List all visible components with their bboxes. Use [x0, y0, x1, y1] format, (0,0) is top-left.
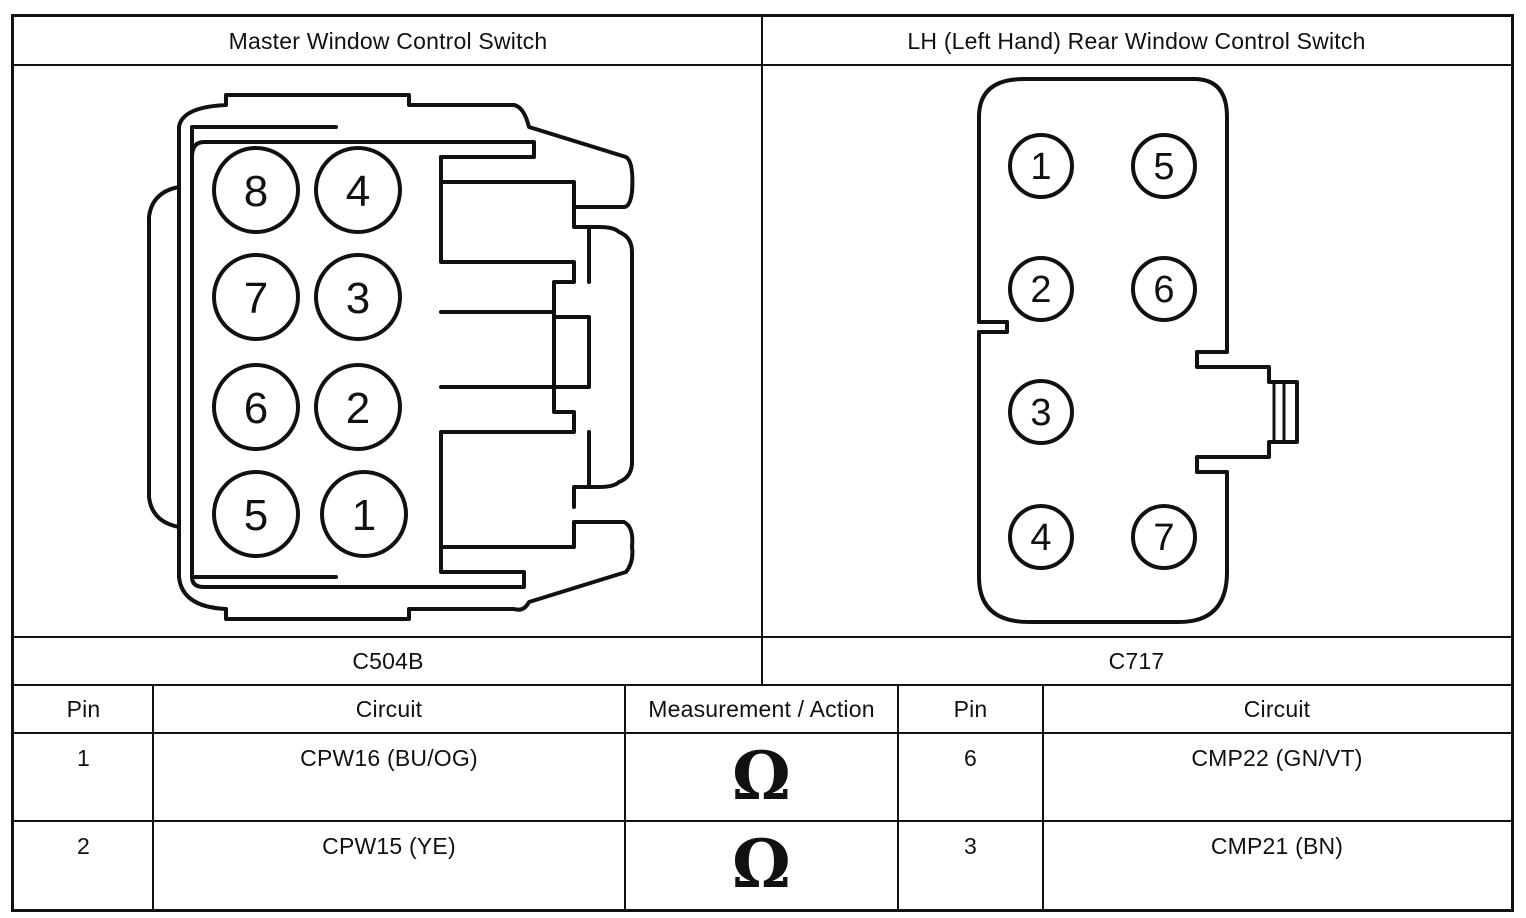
master-connector-id: C504B — [352, 647, 424, 674]
lh-rear-connector-id: C717 — [1108, 647, 1165, 674]
pin-circle — [212, 253, 300, 341]
pin-6-master: 6 — [212, 363, 300, 451]
header-pin-a: Pin — [66, 695, 101, 722]
pin-number-label: 1 — [1030, 146, 1051, 188]
pin-number-label: 8 — [244, 167, 268, 216]
header-measurement: Measurement / Action — [648, 695, 875, 722]
pin-number-label: 6 — [244, 384, 268, 433]
pin-2-rear: 2 — [1008, 256, 1074, 322]
pinout-frame: 8 4 7 3 6 2 5 1 1 5 2 6 3 4 7 Master Window Control S… — [11, 14, 1514, 912]
pin-5-rear: 5 — [1131, 133, 1197, 199]
pin-number-label: 7 — [244, 274, 268, 323]
pin-number-label: 2 — [346, 384, 370, 433]
pin-circle — [1008, 504, 1074, 570]
pin-circle — [314, 363, 402, 451]
ohm-icon: Ω — [732, 737, 791, 815]
pin-circle — [314, 146, 402, 234]
row-1-circuit-b: CMP22 (GN/VT) — [1191, 745, 1363, 771]
pin-number-label: 2 — [1030, 269, 1051, 311]
pin-circle — [314, 253, 402, 341]
pin-4-master: 4 — [314, 146, 402, 234]
pin-4-rear: 4 — [1008, 504, 1074, 570]
pin-3-rear: 3 — [1008, 379, 1074, 445]
ohm-icon: Ω — [732, 825, 791, 903]
master-connector-pins: 8 4 7 3 6 2 5 1 — [212, 146, 408, 558]
pin-number-label: 7 — [1153, 517, 1174, 559]
lh-rear-connector-pins: 1 5 2 6 3 4 7 — [1008, 133, 1197, 570]
pin-7-rear: 7 — [1131, 504, 1197, 570]
header-circuit-b: Circuit — [1243, 695, 1311, 722]
master-connector-housing — [147, 93, 635, 621]
header-circuit-a: Circuit — [355, 695, 423, 722]
pin-circle — [212, 363, 300, 451]
pin-circle — [1008, 256, 1074, 322]
pin-number-label: 4 — [1030, 517, 1051, 559]
pin-number-label: 3 — [346, 274, 370, 323]
pin-circle — [1131, 504, 1197, 570]
pin-number-label: 5 — [244, 491, 268, 540]
row-2-pin-b: 3 — [964, 833, 977, 859]
row-2-pin-a: 2 — [77, 833, 90, 859]
pin-circle — [1131, 133, 1197, 199]
pin-circle — [1008, 379, 1074, 445]
grid-lines — [14, 17, 1511, 909]
pin-number-label: 1 — [352, 491, 376, 540]
pin-circle — [1131, 256, 1197, 322]
pin-3-master: 3 — [314, 253, 402, 341]
pin-circle — [320, 470, 408, 558]
pin-number-label: 4 — [346, 167, 370, 216]
pin-circle — [1008, 133, 1074, 199]
row-1-pin-b: 6 — [964, 745, 977, 771]
pin-number-label: 3 — [1030, 392, 1051, 434]
header-pin-b: Pin — [953, 695, 988, 722]
pin-number-label: 6 — [1153, 269, 1174, 311]
row-1-pin-a: 1 — [77, 745, 90, 771]
pin-5-master: 5 — [212, 470, 300, 558]
pin-number-label: 5 — [1153, 146, 1174, 188]
lh-rear-connector-housing — [977, 77, 1299, 624]
connector-diagram: 8 4 7 3 6 2 5 1 1 5 2 6 3 4 7 — [14, 17, 1511, 909]
pin-2-master: 2 — [314, 363, 402, 451]
pin-1-rear: 1 — [1008, 133, 1074, 199]
lh-rear-switch-title: LH (Left Hand) Rear Window Control Switc… — [907, 27, 1366, 54]
pin-6-rear: 6 — [1131, 256, 1197, 322]
pin-circle — [212, 470, 300, 558]
row-2-circuit-a: CPW15 (YE) — [322, 833, 456, 859]
master-switch-title: Master Window Control Switch — [228, 27, 548, 54]
pin-8-master: 8 — [212, 146, 300, 234]
pin-1-master: 1 — [320, 470, 408, 558]
row-2-circuit-b: CMP21 (BN) — [1210, 833, 1344, 859]
pin-7-master: 7 — [212, 253, 300, 341]
row-1-circuit-a: CPW16 (BU/OG) — [300, 745, 478, 771]
pin-circle — [212, 146, 300, 234]
